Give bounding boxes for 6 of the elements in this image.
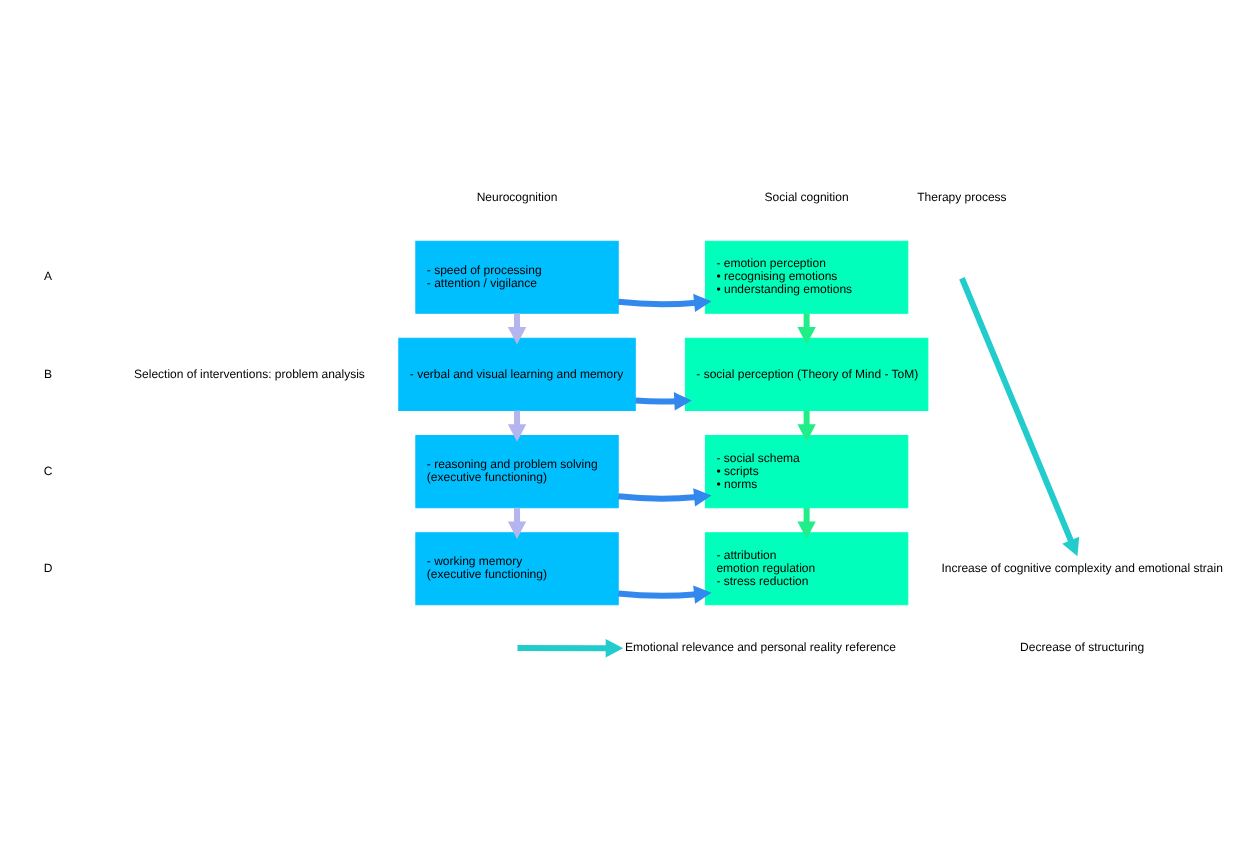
arrow	[617, 293, 712, 313]
arrow	[617, 488, 712, 507]
arrow	[517, 639, 624, 658]
arrow	[635, 392, 692, 411]
arrow	[617, 585, 712, 604]
arrow	[959, 277, 1080, 557]
